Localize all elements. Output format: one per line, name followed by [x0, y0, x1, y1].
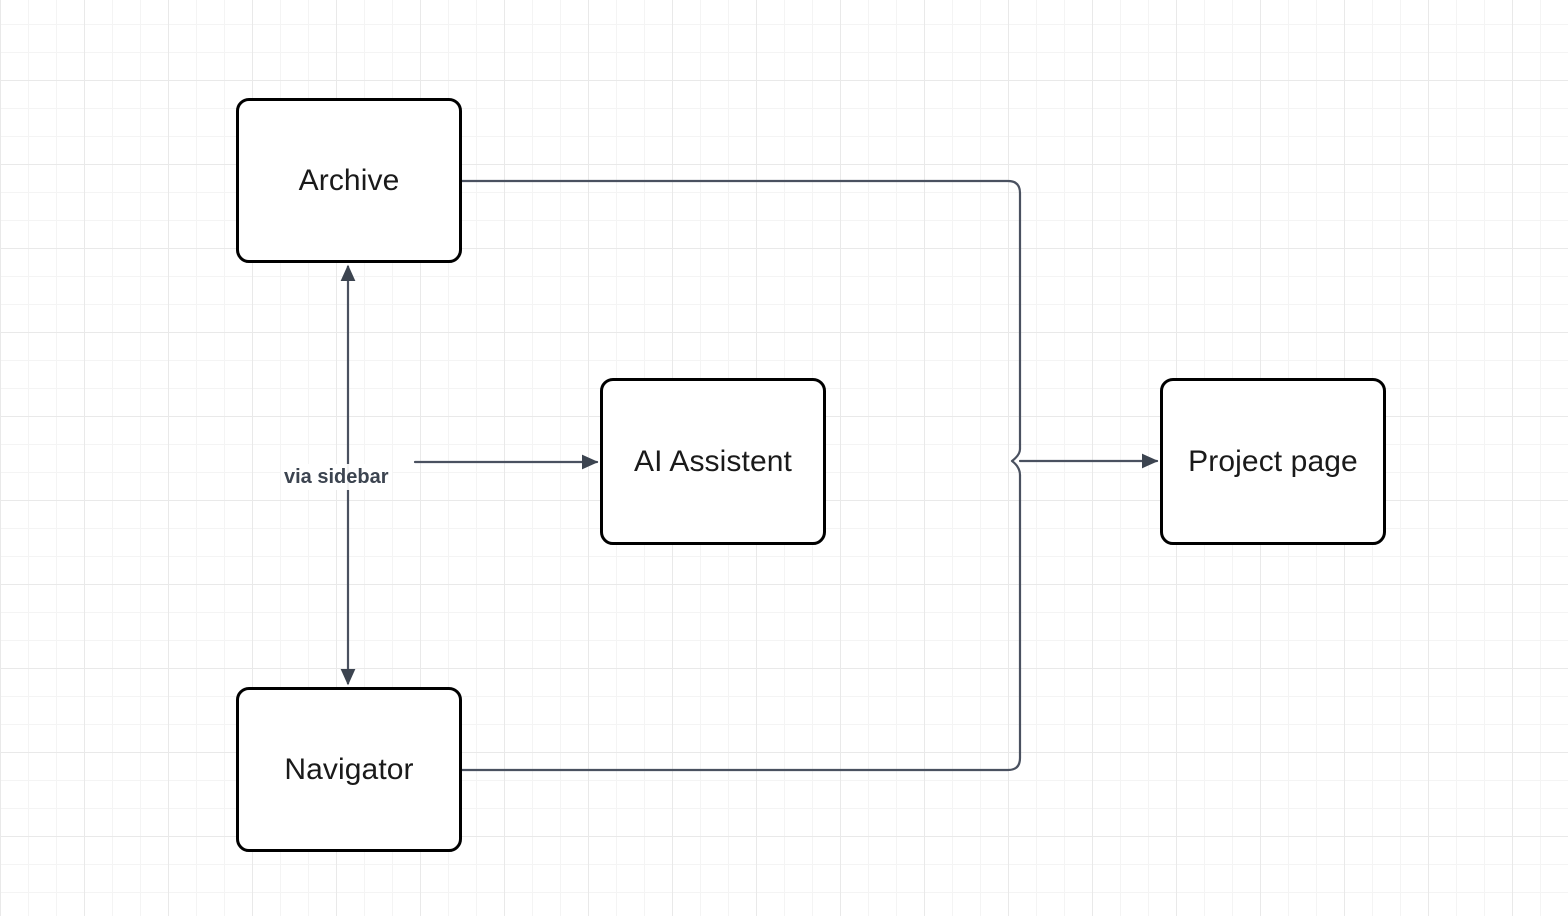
node-ai-assistent[interactable]: AI Assistent [600, 378, 826, 545]
edge-archive-to-project [460, 179, 1022, 451]
node-navigator-label: Navigator [284, 752, 414, 786]
node-navigator[interactable]: Navigator [236, 687, 462, 852]
node-project-page[interactable]: Project page [1160, 378, 1386, 545]
edge-navigator-to-project [460, 473, 1022, 772]
node-ai-assistent-label: AI Assistent [634, 444, 792, 478]
node-archive-label: Archive [298, 163, 400, 197]
edge-label-via-sidebar: via sidebar [281, 464, 392, 490]
edge-line-jump [1010, 447, 1022, 477]
node-project-page-label: Project page [1188, 444, 1358, 478]
node-archive[interactable]: Archive [236, 98, 462, 263]
